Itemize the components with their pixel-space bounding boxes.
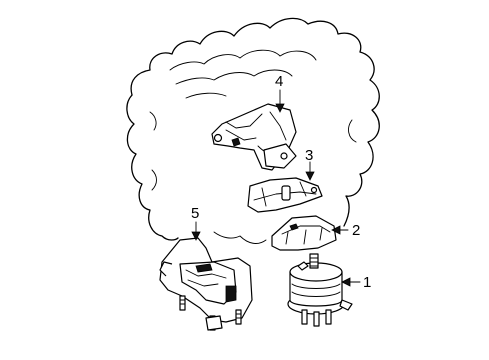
callout-5: 5 bbox=[191, 205, 199, 222]
part-1-engine-mount bbox=[287, 253, 353, 327]
part-3-mount-bracket bbox=[247, 177, 323, 213]
callout-1: 1 bbox=[363, 274, 371, 291]
part-5-engine-mount bbox=[159, 237, 253, 331]
arrowhead-4 bbox=[275, 103, 285, 113]
engine-outline bbox=[126, 17, 380, 244]
callout-3: 3 bbox=[305, 147, 313, 164]
arrowhead-2 bbox=[331, 225, 341, 235]
callout-2: 2 bbox=[352, 222, 360, 239]
arrowhead-5 bbox=[191, 231, 201, 241]
part-4-engine-mount-bracket bbox=[211, 103, 297, 171]
leader-lines bbox=[191, 89, 361, 287]
arrowhead-3 bbox=[305, 171, 315, 181]
callout-4: 4 bbox=[275, 73, 283, 90]
callout-labels: 4 3 2 1 5 bbox=[191, 73, 371, 291]
part-2-mount-insulator bbox=[271, 215, 337, 251]
arrowhead-1 bbox=[341, 277, 351, 287]
